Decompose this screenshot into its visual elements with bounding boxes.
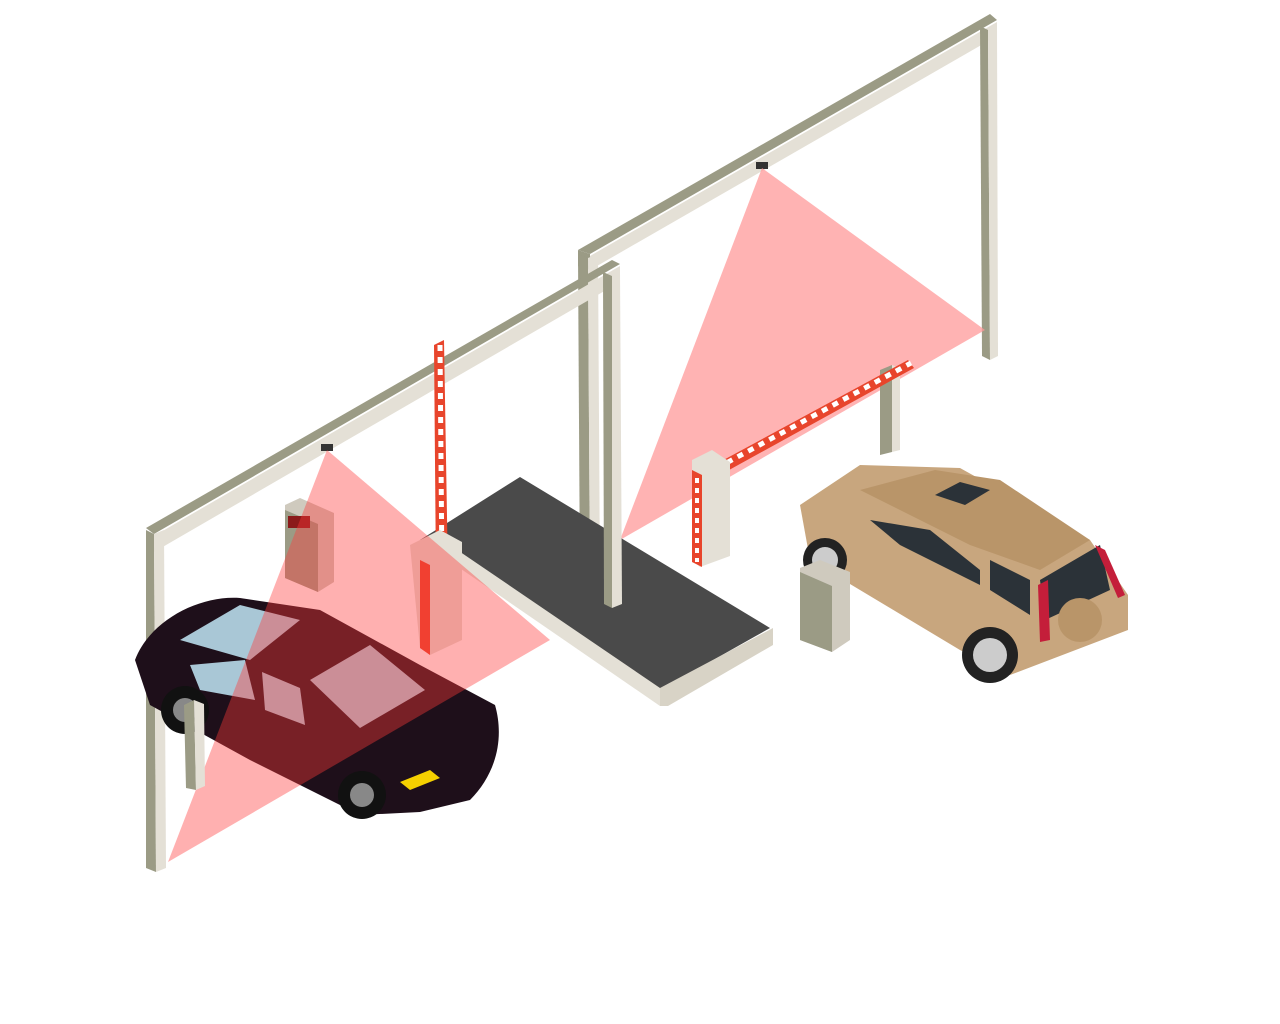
ticket-kiosk-rear	[800, 560, 850, 652]
sedan-car	[135, 597, 499, 819]
rear-camera-beam	[620, 162, 985, 540]
ticket-kiosk-front	[285, 498, 334, 592]
front-camera-beam	[168, 444, 550, 862]
front-boom-barrier	[410, 340, 462, 655]
rear-gantry	[578, 14, 998, 592]
rear-boom-barrier	[692, 360, 914, 567]
bollard-post	[184, 700, 205, 790]
weigh-platform	[420, 477, 773, 706]
